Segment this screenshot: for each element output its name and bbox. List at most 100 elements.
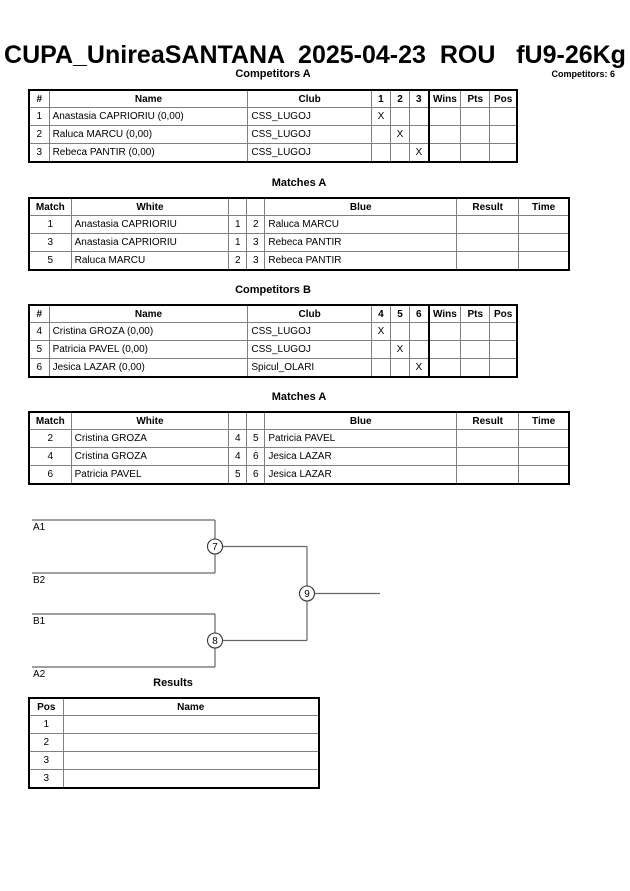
col-round-6: 6	[409, 304, 430, 323]
competitor-name: Jesica LAZAR (0,00)	[48, 358, 249, 378]
competitor-club: CSS_LUGOJ	[247, 107, 372, 126]
caption-competitors-b: Competitors B	[235, 284, 311, 296]
white-name: Patricia PAVEL	[70, 465, 230, 485]
white-seed-num: 5	[228, 465, 248, 485]
white-name: Cristina GROZA	[70, 447, 230, 466]
round-mark-1: X	[370, 322, 391, 341]
bracket-node-7-circle	[206, 538, 224, 555]
wins-cell	[427, 340, 462, 359]
col-result: Result	[456, 411, 520, 430]
pts-cell	[460, 125, 491, 144]
col-white: White	[70, 197, 230, 216]
table-row: 2	[28, 733, 320, 752]
competitor-name: Anastasia CAPRIORIU (0,00)	[48, 107, 249, 126]
col-blue-num	[246, 411, 266, 430]
col-round-3: 3	[409, 89, 430, 108]
blue-seed-num: 6	[246, 447, 266, 466]
round-mark-3	[409, 340, 430, 359]
result-name	[62, 715, 320, 734]
round-mark-1	[370, 358, 391, 378]
blue-seed-num: 3	[246, 233, 266, 252]
table-header-row: Match White Blue Result Time	[28, 197, 570, 216]
col-pos: Pos	[28, 697, 64, 716]
table-row: 3	[28, 769, 320, 789]
col-name: Name	[48, 89, 249, 108]
col-result: Result	[456, 197, 520, 216]
competitor-club: Spicul_OLARI	[247, 358, 372, 378]
pos-cell	[489, 358, 518, 378]
col-time: Time	[518, 411, 570, 430]
round-mark-3	[409, 107, 430, 126]
white-seed-num: 1	[228, 233, 248, 252]
result-cell	[456, 447, 520, 466]
round-mark-2	[389, 143, 411, 163]
competitor-number: 4	[28, 322, 50, 341]
round-mark-3	[409, 125, 430, 144]
round-mark-2: X	[389, 125, 411, 144]
col-name: Name	[62, 697, 320, 716]
round-mark-3: X	[409, 358, 430, 378]
competitor-club: CSS_LUGOJ	[247, 340, 372, 359]
table-header-row: # Name Club 4 5 6 Wins Pts Pos	[28, 304, 518, 323]
competitor-name: Patricia PAVEL (0,00)	[48, 340, 249, 359]
col-num: #	[28, 89, 50, 108]
bracket-seed-a1: A1	[33, 522, 46, 533]
white-seed-num: 4	[228, 447, 248, 466]
competitor-number: 2	[28, 125, 50, 144]
competitor-number: 6	[28, 358, 50, 378]
col-blue: Blue	[264, 197, 458, 216]
col-round-1: 1	[370, 89, 391, 108]
blue-name: Rebeca PANTIR	[264, 233, 458, 252]
blue-seed-num: 5	[246, 429, 266, 448]
competitor-number: 3	[28, 143, 50, 163]
pts-cell	[460, 322, 491, 341]
bracket-node-8-circle	[206, 632, 224, 649]
time-cell	[518, 251, 570, 271]
col-wins: Wins	[427, 89, 462, 108]
wins-cell	[427, 358, 462, 378]
white-seed-num: 2	[228, 251, 248, 271]
col-blue: Blue	[264, 411, 458, 430]
col-blue-num	[246, 197, 266, 216]
result-position: 2	[28, 733, 64, 752]
wins-cell	[427, 143, 462, 163]
col-time: Time	[518, 197, 570, 216]
col-match: Match	[28, 411, 72, 430]
table-header-row: Pos Name	[28, 697, 320, 716]
table-row: 3	[28, 751, 320, 770]
time-cell	[518, 465, 570, 485]
round-mark-1	[370, 340, 391, 359]
pts-cell	[460, 358, 491, 378]
col-white-num	[228, 197, 248, 216]
pos-cell	[489, 107, 518, 126]
time-cell	[518, 215, 570, 234]
blue-name: Jesica LAZAR	[264, 447, 458, 466]
match-number: 5	[28, 251, 72, 271]
round-mark-1	[370, 125, 391, 144]
result-cell	[456, 251, 520, 271]
wins-cell	[427, 107, 462, 126]
table-row: 1	[28, 715, 320, 734]
round-mark-2	[389, 322, 411, 341]
match-number: 3	[28, 233, 72, 252]
round-mark-2	[389, 107, 411, 126]
caption-matches-b: Matches A	[271, 391, 327, 403]
col-white-num	[228, 411, 248, 430]
col-round-5: 5	[389, 304, 411, 323]
blue-name: Patricia PAVEL	[264, 429, 458, 448]
result-cell	[456, 215, 520, 234]
round-mark-1	[370, 143, 391, 163]
competitor-name: Cristina GROZA (0,00)	[48, 322, 249, 341]
